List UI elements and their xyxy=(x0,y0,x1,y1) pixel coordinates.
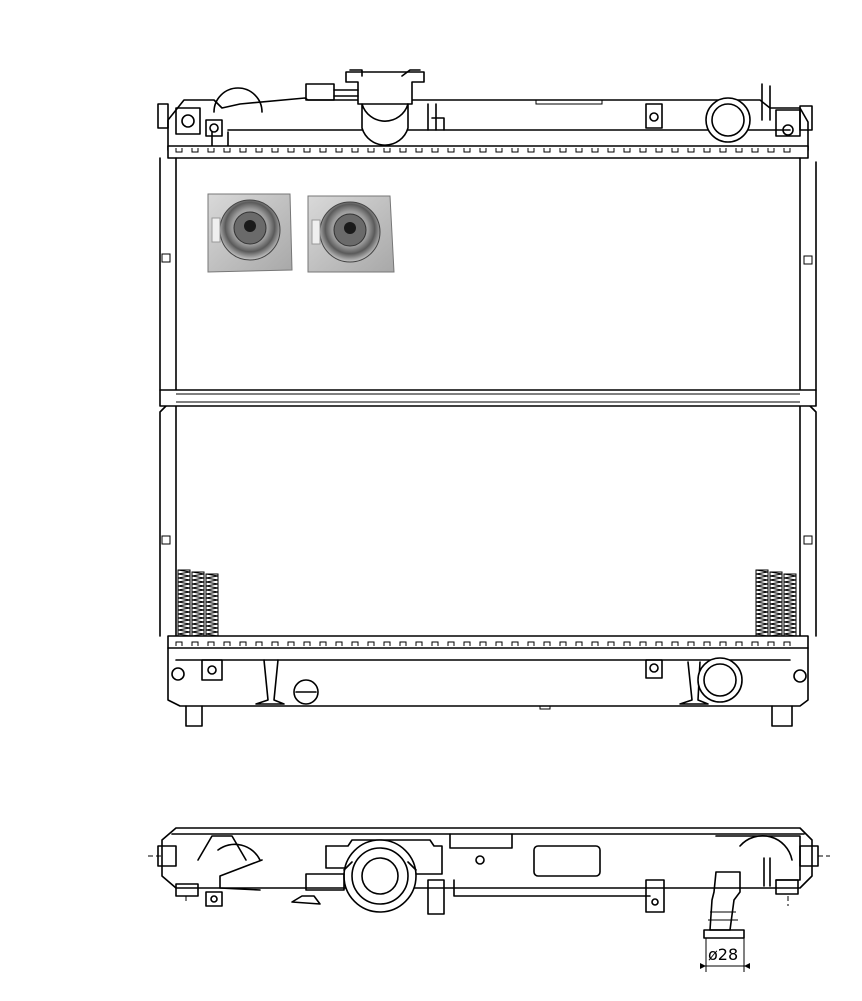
fin-patch-right xyxy=(755,569,797,639)
fin-column xyxy=(191,571,205,637)
outlet-diameter-label: ø28 xyxy=(708,945,738,964)
fin-column xyxy=(755,569,769,639)
fin-column xyxy=(177,569,191,639)
mount-bracket-top-left xyxy=(157,103,223,137)
bottom-mount-right xyxy=(645,659,807,705)
radiator-core xyxy=(159,157,817,639)
rubber-mount-grommet-1 xyxy=(207,193,293,273)
side-bracket-left xyxy=(157,845,223,907)
outlet-diameter-dimension: ø28 xyxy=(700,938,750,972)
bottom-header xyxy=(167,635,809,649)
fin-column xyxy=(769,571,783,637)
filler-cap xyxy=(305,69,425,146)
filler-neck-top-view xyxy=(343,839,417,913)
outlet-pipe-top-view xyxy=(703,871,745,939)
front-view xyxy=(157,69,817,727)
side-bracket-right xyxy=(763,845,819,895)
bottom-hose-outlet xyxy=(697,657,743,703)
top-view: ø28 xyxy=(148,827,830,972)
top-hose-outlet xyxy=(705,97,751,143)
fin-patch-left xyxy=(177,569,219,639)
bottom-mount-left xyxy=(171,659,285,705)
drain-plug xyxy=(293,679,319,705)
fin-column xyxy=(205,573,219,639)
fin-column xyxy=(783,573,797,639)
rubber-mount-grommet-2 xyxy=(307,195,395,273)
bottom-tank xyxy=(167,647,809,727)
mount-bracket-top-right xyxy=(645,83,813,137)
top-tank xyxy=(157,69,813,151)
top-header xyxy=(167,145,809,159)
